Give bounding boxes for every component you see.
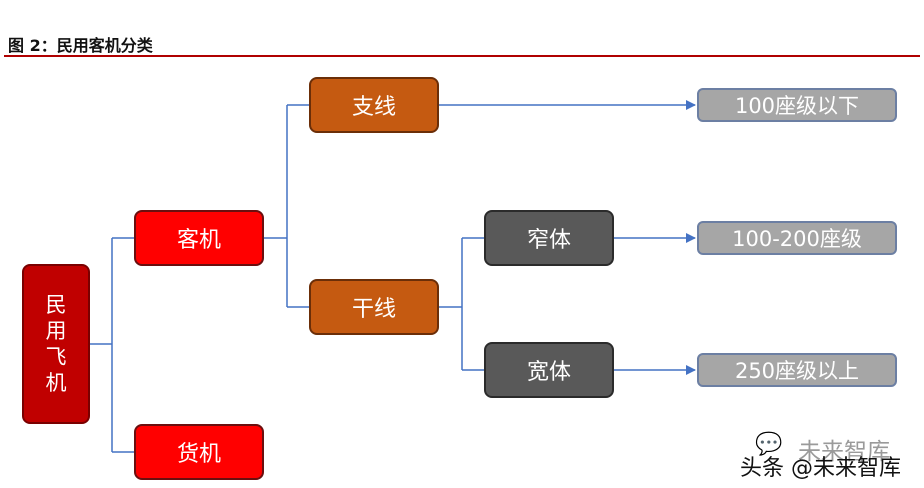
link-passenger (264, 104, 309, 308)
root-char: 机 (45, 371, 67, 395)
node-trunk: 干线 (309, 279, 439, 335)
link-trunk (439, 237, 484, 371)
wechat-icon: 💬 (755, 432, 783, 457)
leaf-narrow: 100-200座级 (697, 221, 897, 255)
link-root (90, 237, 134, 453)
node-passenger: 客机 (134, 210, 264, 266)
node-narrow-body: 窄体 (484, 210, 614, 266)
root-char: 用 (45, 319, 67, 343)
leaf-regional: 100座级以下 (697, 88, 897, 122)
watermark-bottom: 头条 @未来智库 (740, 456, 901, 481)
node-regional: 支线 (309, 77, 439, 133)
figure-title: 图 2：民用客机分类 (8, 36, 153, 55)
node-civil-aircraft: 民 用 飞 机 (22, 264, 90, 424)
root-char: 民 (45, 293, 67, 317)
watermark-top: 未来智库 (798, 439, 890, 465)
leaf-wide: 250座级以上 (697, 353, 897, 387)
node-cargo: 货机 (134, 424, 264, 480)
node-wide-body: 宽体 (484, 342, 614, 398)
root-char: 飞 (45, 345, 67, 369)
title-rule (4, 55, 920, 57)
